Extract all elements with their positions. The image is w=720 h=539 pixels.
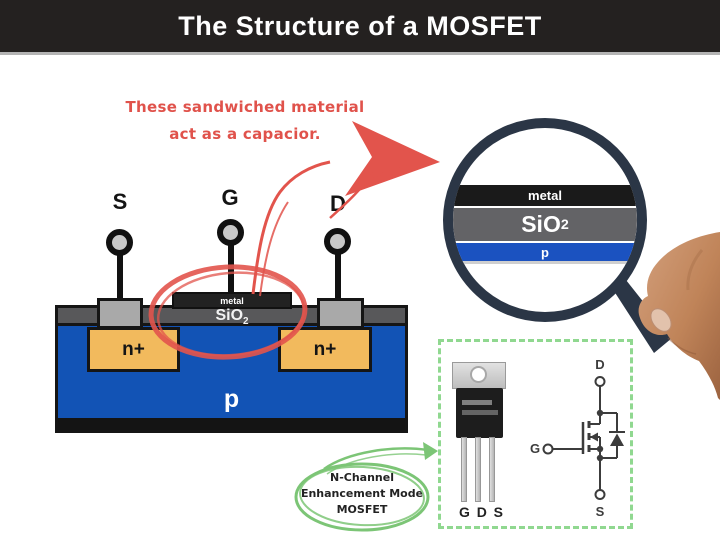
title-bar: The Structure of a MOSFET (0, 0, 720, 52)
package-marking (462, 400, 492, 405)
knuckle-shade (686, 249, 704, 291)
source-terminal-label: S (112, 189, 128, 214)
callout-line-1: N-Channel (330, 471, 394, 484)
lens-oxide-subscript: 2 (560, 216, 569, 233)
pin-label-g: G (459, 504, 470, 520)
n-plus-source-region: n+ (87, 327, 180, 372)
source-lead (117, 252, 123, 301)
drain-lead (335, 251, 341, 301)
hand-shape (638, 232, 720, 400)
package-leg-drain (475, 437, 481, 502)
capacitor-annotation: These sandwiched material act as a capac… (110, 94, 380, 148)
page-title: The Structure of a MOSFET (178, 10, 542, 41)
title-bar-underline (0, 52, 720, 55)
drain-contact-pad (317, 298, 364, 329)
substrate-contact-layer (58, 418, 405, 430)
oxide-label-subscript: 2 (243, 316, 249, 328)
package-marking-2 (462, 410, 498, 415)
source-contact-pad (97, 298, 143, 329)
lens-metal-band: metal (453, 185, 637, 206)
thumb-crease (667, 337, 697, 355)
callout-line-2: Enhancement Mode (300, 487, 424, 500)
package-body (456, 388, 503, 438)
red-arrow-tail (251, 160, 331, 297)
lens-band-edge (453, 261, 637, 264)
package-leg-gate (461, 437, 467, 502)
n-plus-left-label: n+ (122, 338, 145, 360)
oxide-label: SiO2 (172, 307, 292, 327)
annotation-line-1: These sandwiched material (125, 98, 365, 116)
lens-metal-label: metal (528, 188, 562, 203)
lens-oxide-label: SiO (521, 211, 561, 237)
n-plus-right-label: n+ (313, 338, 337, 360)
pin-label-s: S (493, 504, 503, 520)
lens-substrate-band: p (453, 243, 637, 261)
mosfet-example-box (438, 339, 633, 529)
package-mounting-hole (470, 366, 487, 383)
callout-line-3: MOSFET (336, 503, 388, 516)
substrate-label: p (223, 385, 240, 413)
oxide-label-text: SiO (215, 307, 244, 324)
drain-terminal-pin (324, 228, 351, 255)
lens-substrate-label: p (541, 244, 549, 260)
gate-terminal-label: G (221, 185, 239, 210)
mosfet-type-callout: N-Channel Enhancement Mode MOSFET (294, 470, 430, 518)
annotation-line-2: act as a capacior. (169, 125, 321, 143)
source-terminal-pin (106, 229, 133, 256)
gate-metal-label: metal (220, 295, 244, 306)
n-plus-drain-region: n+ (278, 327, 372, 372)
pin-label-d: D (476, 504, 487, 520)
thumbnail (650, 308, 672, 332)
package-leg-source (489, 437, 495, 502)
package-pin-labels: G D S (459, 504, 503, 520)
drain-terminal-label: D (330, 191, 346, 216)
gate-lead (228, 242, 234, 294)
gate-terminal-pin (217, 219, 244, 246)
